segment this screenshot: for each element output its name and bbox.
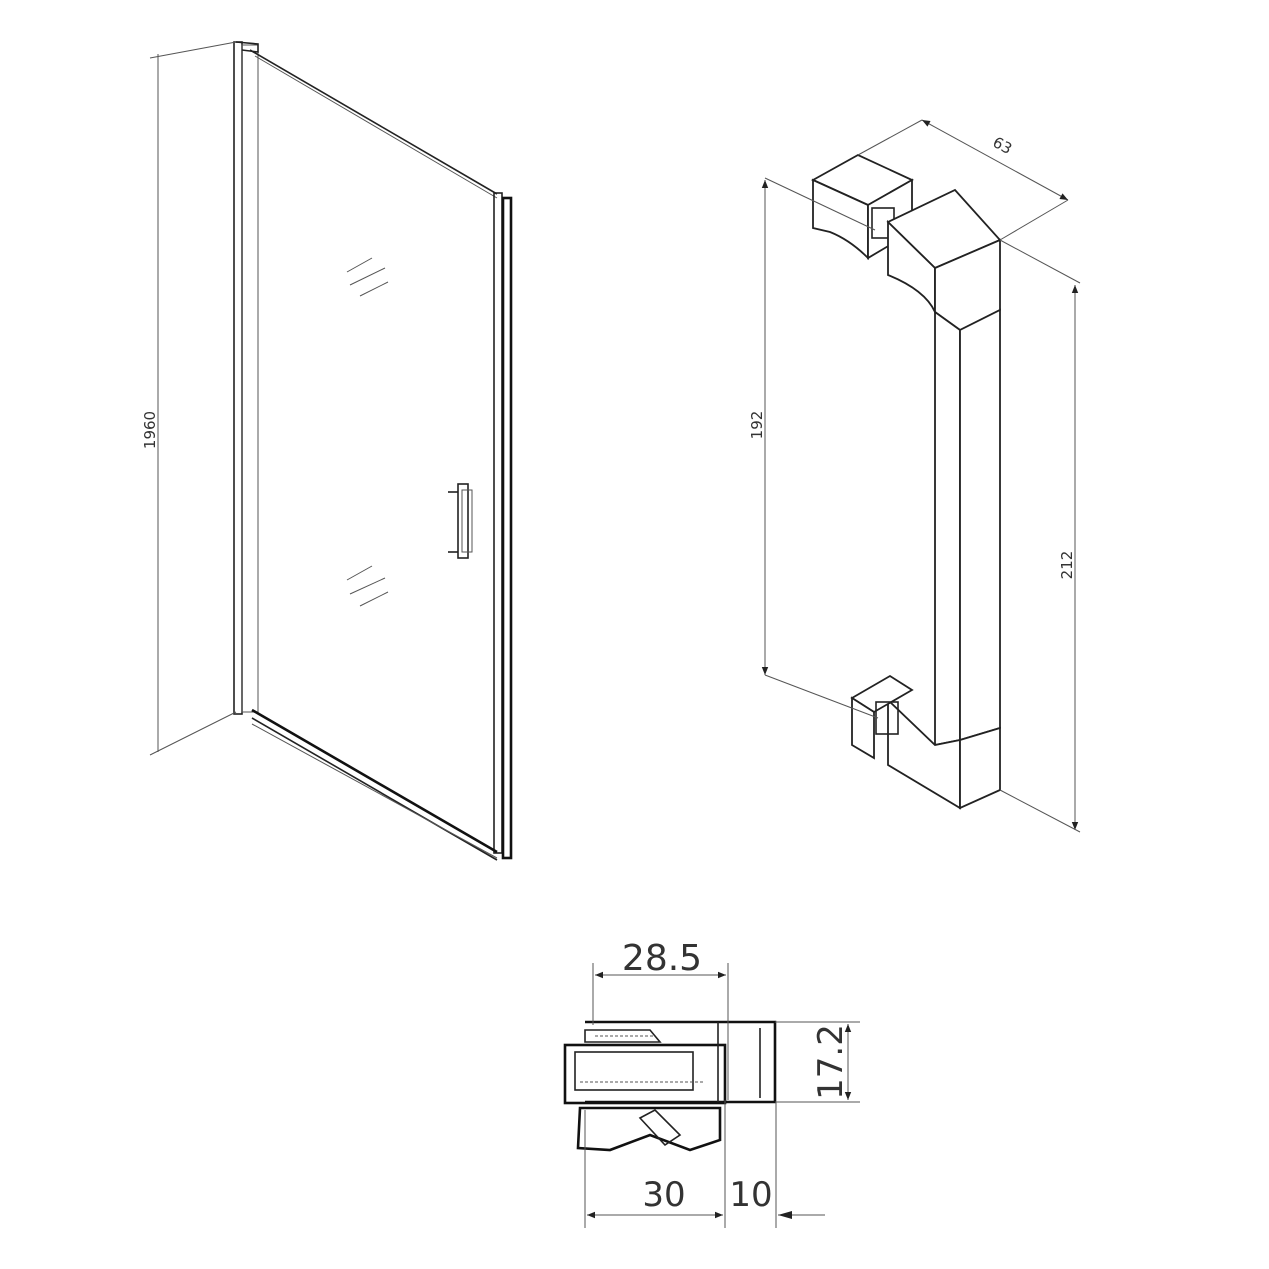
dimension-profile-height: 17.2 [775,1021,860,1103]
glass-reflection-bottom [346,565,389,607]
dimension-height: 1960 [141,41,237,756]
dimension-label-1960: 1960 [141,411,159,449]
dimension-label-212: 212 [1058,551,1076,580]
handle-bar [886,188,1002,810]
dimension-length: 212 [999,239,1081,833]
dimension-label-30: 30 [642,1175,685,1215]
door-view: 1960 [141,41,513,861]
dimension-label-10: 10 [729,1175,772,1215]
door-frame [233,41,513,861]
dimension-centers: 192 [748,177,879,719]
dimension-bottom: 30 10 [584,1100,825,1228]
door-handle [448,483,473,559]
dimension-label-17-2: 17.2 [811,1024,851,1100]
handle-view: 63 192 212 [748,119,1081,833]
dimension-top-width: 28.5 [592,938,729,1100]
profile-section: 28.5 17.2 30 10 [563,938,860,1228]
dimension-label-63: 63 [990,133,1015,158]
dimension-label-192: 192 [748,411,766,440]
profile-body [563,1020,777,1152]
handle-bottom-bracket [850,674,914,760]
dimension-label-28-5: 28.5 [622,938,702,979]
glass-reflection-top [346,257,389,297]
